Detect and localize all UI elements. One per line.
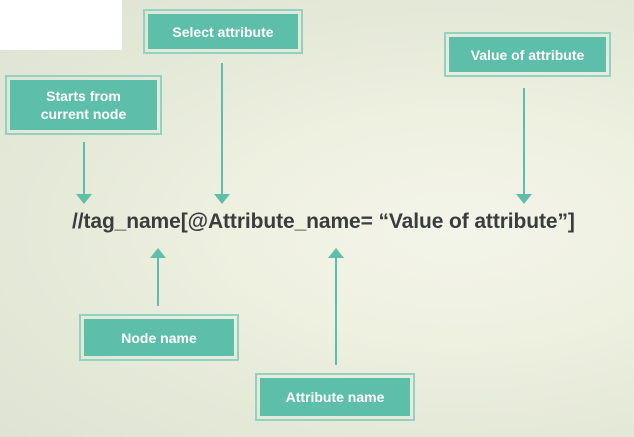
xpath-expression: //tag_name[@Attribute_name= “Value of at… <box>72 210 575 233</box>
starts-from-current-node-label: Starts from current node <box>5 75 162 135</box>
node-name-label: Node name <box>79 314 239 361</box>
arrowhead-attribute-name <box>328 248 344 258</box>
arrowhead-value-of-attribute <box>516 194 532 204</box>
blank-corner-panel <box>0 0 122 50</box>
select-attribute-label: Select attribute <box>143 9 303 54</box>
value-of-attribute-label: Value of attribute <box>444 32 611 77</box>
arrowhead-select-attribute <box>214 194 230 204</box>
attribute-name-label: Attribute name <box>255 373 415 421</box>
arrowhead-node-name <box>150 248 166 258</box>
arrowhead-starts-from-current-node <box>76 194 92 204</box>
